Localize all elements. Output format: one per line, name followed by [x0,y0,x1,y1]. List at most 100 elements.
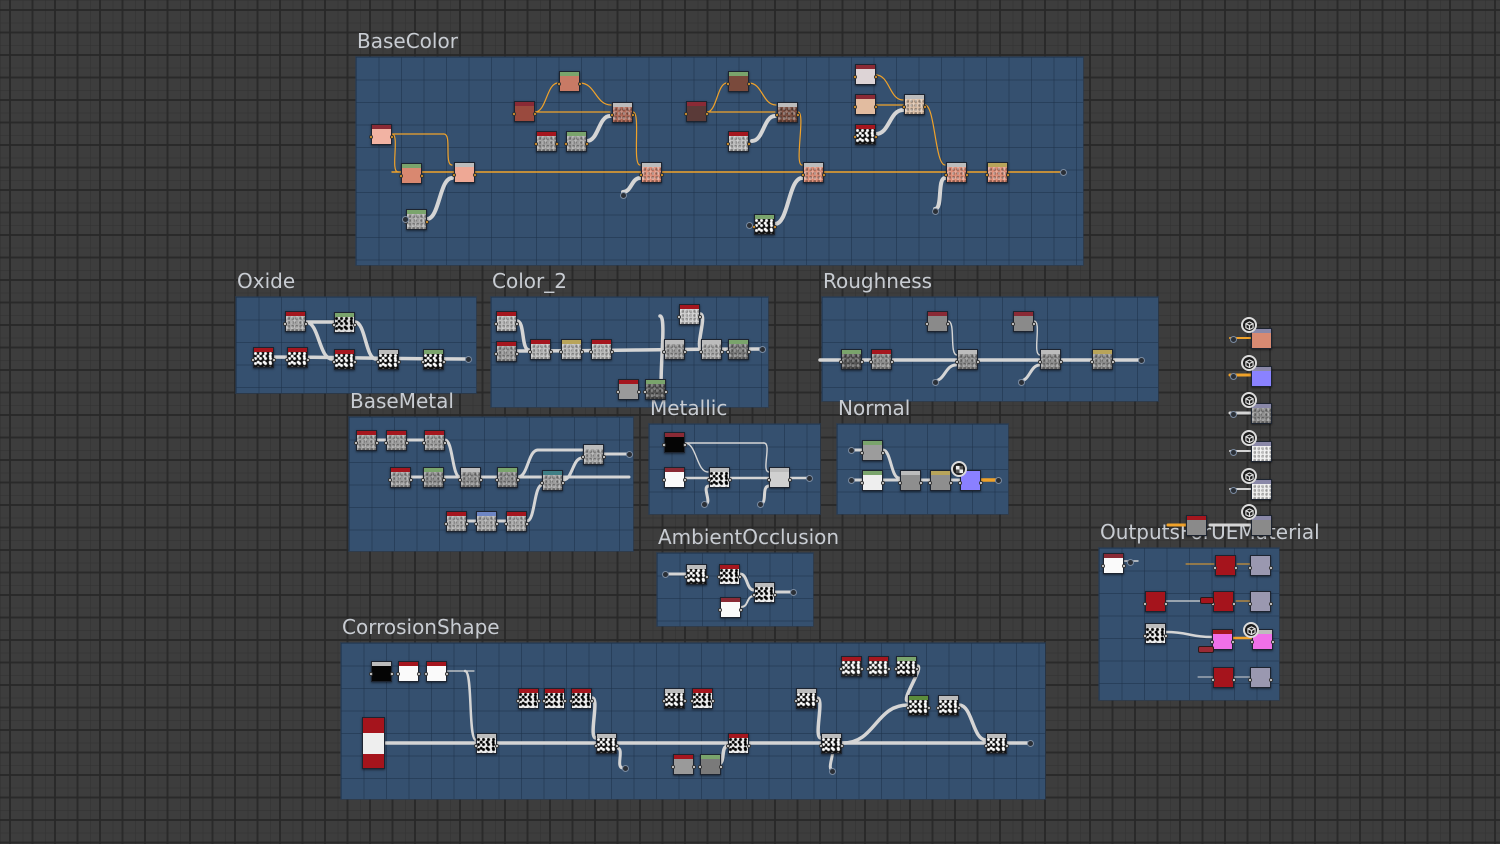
input-port[interactable] [869,359,873,364]
input-port[interactable] [540,480,544,485]
input-port[interactable] [1248,601,1252,606]
node-color2[interactable] [679,304,700,325]
node-corrosion[interactable] [596,733,617,754]
input-port[interactable] [698,764,702,769]
output-port[interactable] [1269,677,1273,682]
output-port[interactable] [915,666,919,671]
output-port[interactable] [420,173,424,178]
input-port[interactable] [594,743,598,748]
output-port[interactable] [495,521,499,526]
input-port[interactable] [569,698,573,703]
graph-endpoint[interactable] [1230,449,1237,456]
input-port[interactable] [581,454,585,459]
output-port[interactable] [473,172,477,177]
input-port[interactable] [801,172,805,177]
output-port[interactable] [692,764,696,769]
input-port[interactable] [1038,359,1042,364]
node-roughness[interactable] [1092,349,1113,370]
node-basecolor[interactable] [777,102,798,123]
node-ao[interactable] [686,564,707,585]
node-basecolor[interactable] [406,209,427,230]
node-basecolor[interactable] [641,162,662,183]
input-port[interactable] [559,349,563,354]
ambientocclusion-output[interactable] [1251,479,1272,500]
node-metallic[interactable] [709,467,730,488]
input-port[interactable] [283,321,287,326]
output-port[interactable] [738,574,742,579]
graph-endpoint[interactable] [790,589,797,596]
input-port[interactable] [955,359,959,364]
node-normal[interactable] [862,440,883,461]
output-port[interactable] [445,671,449,676]
node-basecolor[interactable] [855,94,876,115]
node-basemetal[interactable] [386,430,407,451]
input-port[interactable] [332,359,336,364]
input-port[interactable] [444,521,448,526]
frame-oxide[interactable]: Oxide [236,269,476,393]
output-port[interactable] [747,349,751,354]
output-port[interactable] [1269,565,1273,570]
input-port[interactable] [906,705,910,710]
input-port[interactable] [354,440,358,445]
node-corrosion[interactable] [544,688,565,709]
output-port[interactable] [1005,743,1009,748]
output-port[interactable] [1164,601,1168,606]
node-basecolor[interactable] [728,131,749,152]
graph-endpoint[interactable] [806,475,813,482]
node-basemetal[interactable] [446,511,467,532]
graph-endpoint[interactable] [932,379,939,386]
3d-view-icon[interactable] [1241,355,1257,371]
output-port[interactable] [479,477,483,482]
input-port[interactable] [752,592,756,597]
metallic-output[interactable] [1251,441,1272,462]
input-port[interactable] [285,357,289,362]
node-basemetal[interactable] [476,511,497,532]
output-port[interactable] [561,480,565,485]
output-port[interactable] [881,450,885,455]
node-corrosion[interactable] [938,695,959,716]
output-port[interactable] [890,359,894,364]
node-outputs[interactable] [1103,553,1124,574]
output-port[interactable] [417,671,421,676]
output-port[interactable] [720,349,724,354]
node-oxide[interactable] [334,349,355,370]
output-port[interactable] [1232,677,1236,682]
input-port[interactable] [928,480,932,485]
node-basecolor[interactable] [514,101,535,122]
node-basemetal[interactable] [583,444,604,465]
input-port[interactable] [726,349,730,354]
input-port[interactable] [1011,321,1015,326]
node-outputs[interactable] [1213,591,1234,612]
input-port[interactable] [853,104,857,109]
node-color2[interactable] [664,339,685,360]
graph-endpoint[interactable] [622,765,629,772]
input-port[interactable] [616,389,620,394]
output-port[interactable] [442,477,446,482]
node-basecolor[interactable] [754,214,775,235]
output-port[interactable] [705,574,709,579]
node-color2[interactable] [496,311,517,332]
input-port[interactable] [853,134,857,139]
output-port[interactable] [1232,601,1236,606]
output-port[interactable] [555,141,559,146]
output-port[interactable] [1269,601,1273,606]
output-port[interactable] [1231,639,1235,644]
node-corrosion[interactable] [371,661,392,682]
node-roughness[interactable] [1013,311,1034,332]
graph-endpoint[interactable] [465,356,472,363]
input-port[interactable] [1210,639,1214,644]
input-port[interactable] [726,743,730,748]
input-port[interactable] [726,141,730,146]
node-oxide[interactable] [253,347,274,368]
output-port[interactable] [965,172,969,177]
node-normal[interactable] [862,470,883,491]
output-port[interactable] [1271,639,1275,644]
node-roughness[interactable] [871,349,892,370]
node-metallic[interactable] [769,467,790,488]
node-color2[interactable] [496,341,517,362]
node-basemetal[interactable] [506,511,527,532]
output-port[interactable] [874,104,878,109]
input-port[interactable] [671,764,675,769]
input-port[interactable] [1248,565,1252,570]
output-port[interactable] [881,480,885,485]
